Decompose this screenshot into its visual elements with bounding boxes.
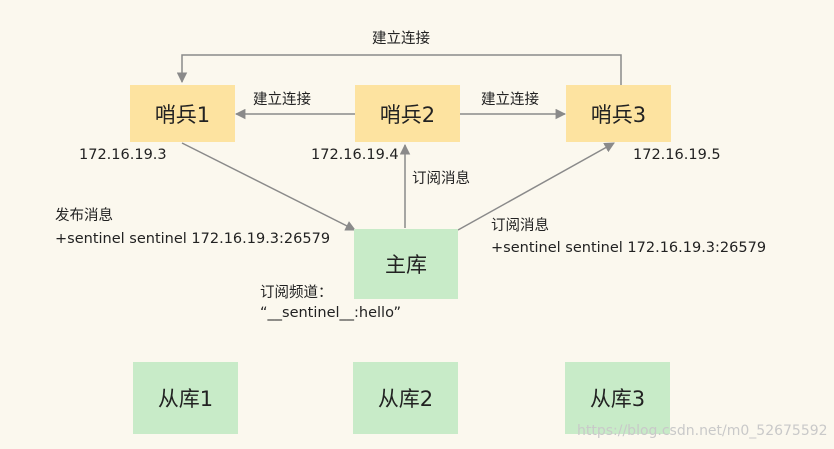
sentinel-2-ip: 172.16.19.4	[311, 147, 399, 163]
master-node: 主库	[354, 229, 458, 299]
subscribe-right-cmd: +sentinel sentinel 172.16.19.3:26579	[491, 240, 767, 256]
publish-label-title: 发布消息	[55, 208, 113, 224]
channel-label-title: 订阅频道：	[260, 285, 333, 301]
watermark: https://blog.csdn.net/m0_52675592	[577, 423, 828, 439]
publish-label-cmd: +sentinel sentinel 172.16.19.3:26579	[55, 231, 331, 247]
subscribe-label-center: 订阅消息	[412, 171, 470, 187]
publish-line	[181, 142, 356, 231]
sentinel-1-node: 哨兵1	[130, 85, 235, 142]
sentinel-3-ip: 172.16.19.5	[633, 147, 721, 163]
sentinel-2-node: 哨兵2	[355, 85, 460, 142]
subscribe-line-right	[457, 142, 615, 231]
replica-3-node: 从库3	[565, 362, 670, 434]
connect-label-top: 建立连接	[372, 31, 430, 47]
replica-1-node: 从库1	[133, 362, 238, 434]
sentinel-1-ip: 172.16.19.3	[79, 147, 167, 163]
connect-label-right: 建立连接	[481, 92, 539, 108]
connect-line-top	[176, 54, 622, 86]
sentinel-3-node: 哨兵3	[566, 85, 671, 142]
channel-label-name: “__sentinel__:hello”	[260, 305, 401, 321]
replica-2-node: 从库2	[353, 362, 458, 434]
subscribe-right-title: 订阅消息	[491, 218, 549, 234]
connect-label-left: 建立连接	[253, 92, 311, 108]
